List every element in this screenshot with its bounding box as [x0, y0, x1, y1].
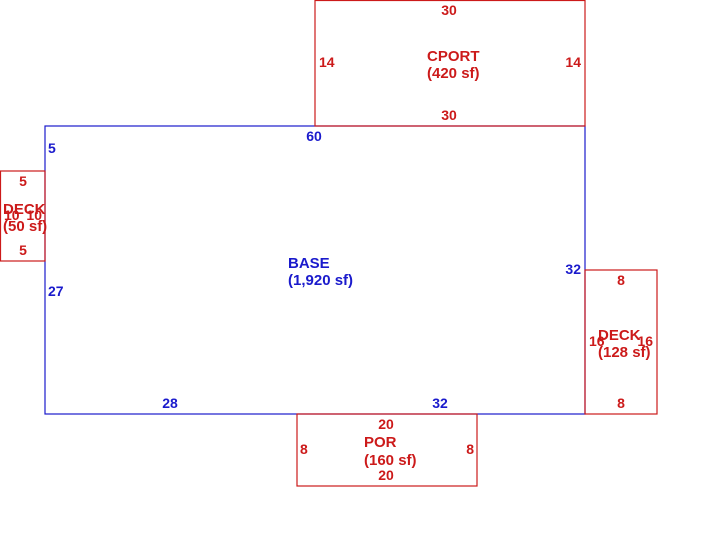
deck-left-area-label: (50 sf)	[3, 218, 47, 235]
deck-right-dim-bottom: 8	[617, 395, 625, 411]
por-area-label: (160 sf)	[364, 452, 417, 469]
por-dim-top: 20	[378, 416, 394, 432]
base-area-label: (1,920 sf)	[288, 272, 353, 289]
deck-right-name: DECK	[598, 327, 641, 344]
base-dim-bottom-left: 28	[162, 395, 178, 411]
deck-left-outline	[0, 170, 46, 262]
deck-left-dim-top: 5	[19, 173, 27, 189]
base-dim-left-lower: 27	[48, 283, 64, 299]
base-dim-top: 60	[306, 128, 322, 144]
deck-left-name: DECK	[3, 201, 46, 218]
deck-right-dim-top: 8	[617, 272, 625, 288]
cport-area-label: (420 sf)	[427, 65, 480, 82]
base-name: BASE	[288, 255, 330, 272]
deck-right-dim-right: 16	[637, 333, 653, 349]
cport-outline	[314, 0, 586, 127]
por-dim-right: 8	[466, 441, 474, 457]
deck-right-area: DECK (128 sf) 8 8 16 16	[584, 269, 658, 415]
base-area: BASE (1,920 sf) 60 5 27 32 28 32	[44, 125, 586, 415]
cport-dim-top: 30	[441, 2, 457, 18]
cport-name: CPORT	[427, 48, 480, 65]
base-dim-right: 32	[565, 261, 581, 277]
deck-left-dim-right: 10	[26, 207, 42, 223]
base-dim-left-upper: 5	[48, 140, 56, 156]
cport-area: CPORT (420 sf) 30 30 14 14	[314, 0, 586, 127]
cport-dim-right: 14	[565, 54, 581, 70]
deck-left-dim-bottom: 5	[19, 242, 27, 258]
deck-right-dim-left: 16	[589, 333, 605, 349]
deck-right-area-label: (128 sf)	[598, 344, 651, 361]
deck-right-outline	[584, 269, 658, 415]
cport-dim-bottom: 30	[441, 107, 457, 123]
por-dim-bottom: 20	[378, 467, 394, 483]
por-outline	[296, 413, 478, 487]
deck-left-dim-left: 10	[4, 207, 20, 223]
por-name: POR	[364, 434, 397, 451]
por-dim-left: 8	[300, 441, 308, 457]
cport-dim-left: 14	[319, 54, 335, 70]
deck-left-area: DECK (50 sf) 5 5 10 10	[0, 170, 47, 262]
base-dim-bottom-right: 32	[432, 395, 448, 411]
por-area: POR (160 sf) 20 20 8 8	[296, 413, 478, 487]
